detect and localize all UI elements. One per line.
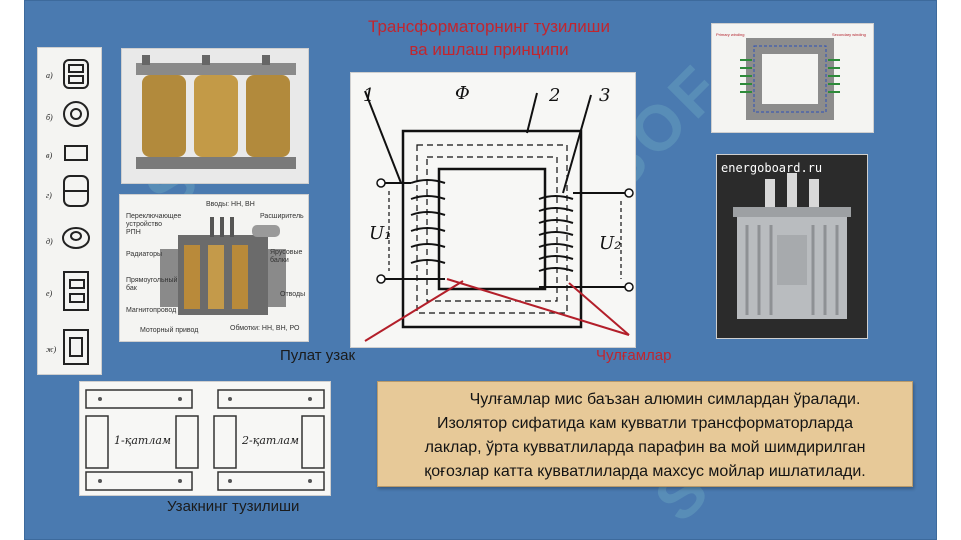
description-line: лаклар, ўрта кувватлиларда парафин ва мо… — [424, 439, 866, 456]
cutaway-drawing — [160, 217, 286, 315]
cutaway-label: Переключающее устройство РПН — [126, 213, 182, 236]
svg-text:Primary winding: Primary winding — [716, 32, 744, 37]
description-line: қоғозлар катта кувватлиларда махсус мойл… — [424, 463, 866, 480]
cutaway-label: Магнитопровод — [126, 307, 177, 314]
core-winding-diagram: Primary winding Secondary winding — [711, 23, 874, 133]
slide: SOF SOF SOF Трансформаторнинг тузилиши в… — [24, 0, 937, 540]
core-shapes-drawing: а) б) в) г) д) е) ж) — [46, 59, 90, 365]
cutaway-label: Радиаторы — [126, 251, 163, 258]
svg-text:г): г) — [46, 191, 52, 200]
transformer-schematic: 1 Φ 2 3 U₁ U₂ — [350, 72, 636, 348]
schematic-label-u1: U₁ — [369, 223, 391, 244]
cutaway-label: Ярусовые балки — [270, 249, 303, 264]
photo-caption: energoboard.ru — [721, 161, 823, 175]
svg-text:е): е) — [46, 289, 53, 298]
core-layer-1-label: 1-қатлам — [114, 434, 171, 447]
transformer-photo-2-drawing — [733, 173, 851, 319]
svg-text:д): д) — [46, 237, 53, 246]
svg-text:б): б) — [46, 113, 53, 122]
core-shapes-strip: а) б) в) г) д) е) ж) — [37, 47, 102, 375]
svg-text:Secondary winding: Secondary winding — [832, 32, 866, 37]
cutaway-label: Расширитель — [260, 213, 304, 220]
windings-label: Чулғамлар — [596, 347, 672, 364]
cutaway-label: Вводы: НН, ВН — [206, 201, 255, 208]
description-box: Чулғамлар мис баъзан алюмин симлардан ўр… — [377, 381, 913, 487]
core-winding-drawing: Primary winding Secondary winding — [716, 32, 866, 120]
svg-text:ж): ж) — [46, 345, 56, 354]
svg-text:а): а) — [46, 71, 53, 80]
core-structure-label: Узакнинг тузилиши — [167, 498, 300, 515]
schematic-drawing: 1 Φ 2 3 U₁ U₂ — [363, 83, 634, 342]
transformer-core-photo-drawing — [136, 55, 296, 169]
schematic-label-phi: Φ — [455, 83, 470, 104]
core-layer-2-label: 2-қатлам — [241, 434, 299, 447]
description-line: Изолятор сифатида кам кувватли трансформ… — [437, 415, 853, 432]
schematic-label-u2: U₂ — [599, 233, 621, 254]
description-line: Чулғамлар мис баъзан алюмин симлардан ўр… — [469, 391, 861, 408]
cutaway-label: Моторный привод — [140, 327, 199, 334]
schematic-label-2: 2 — [548, 85, 560, 106]
schematic-label-3: 3 — [599, 85, 610, 106]
svg-text:в): в) — [46, 151, 52, 160]
cutaway-label: Отводы — [280, 291, 306, 298]
transformer-photo — [121, 48, 309, 184]
cutaway-label: Прямоугольный бак — [126, 277, 178, 292]
transformer-cutaway: Переключающее устройство РПН Вводы: НН, … — [119, 194, 309, 342]
transformer-photo-2: energoboard.ru — [716, 154, 868, 339]
core-layers-svg: 1-қатлам 2-қатлам — [85, 389, 325, 491]
core-label: Пулат узак — [280, 347, 356, 364]
schematic-label-1: 1 — [363, 85, 374, 106]
core-layers-drawing: 1-қатлам 2-қатлам — [79, 381, 331, 496]
cutaway-label: Обмотки: НН, ВН, РО — [230, 325, 300, 332]
slide-title: Трансформаторнинг тузилиши ва ишлаш прин… — [368, 17, 610, 59]
